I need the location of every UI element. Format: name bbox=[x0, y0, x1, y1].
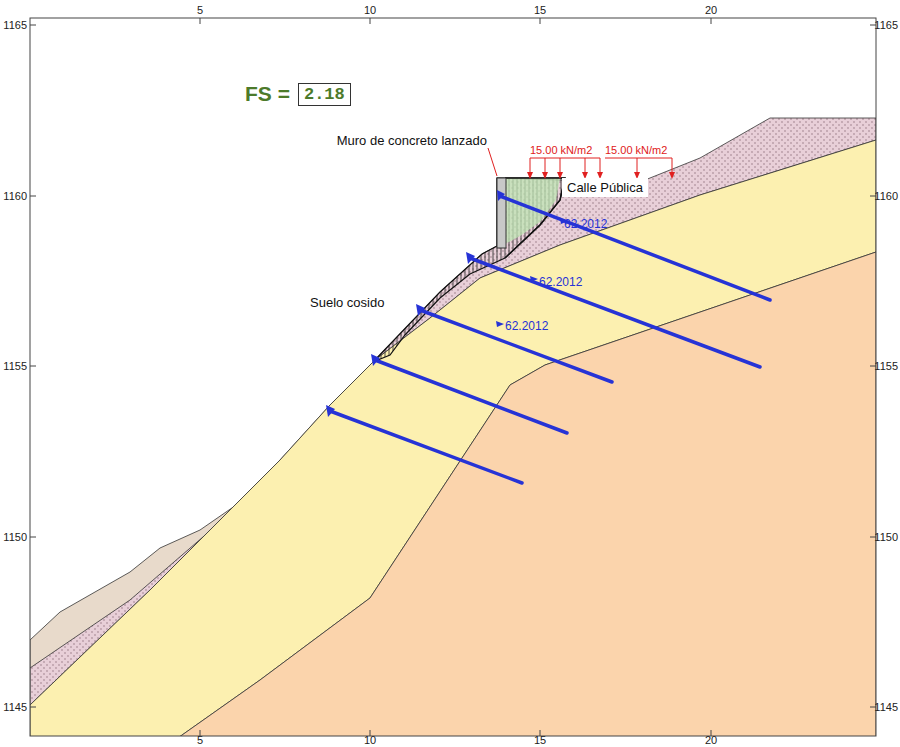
force-arrows bbox=[496, 218, 568, 327]
force-value: 62.2012 bbox=[505, 320, 548, 333]
fs-heading: FS = bbox=[245, 82, 290, 106]
axis-number: 1155 bbox=[874, 360, 898, 372]
axis-number: 5 bbox=[197, 4, 203, 16]
axis-number: 15 bbox=[534, 4, 546, 16]
zone-label: Suelo cosido bbox=[310, 296, 384, 310]
force-value: 62.2012 bbox=[564, 218, 607, 231]
axis-number: 20 bbox=[705, 734, 717, 746]
nailed-zone bbox=[373, 178, 565, 362]
street-text: Calle Pública bbox=[567, 180, 643, 195]
axis-number: 10 bbox=[364, 4, 376, 16]
axis-number: 1150 bbox=[3, 531, 27, 543]
axis-number: 1160 bbox=[3, 190, 27, 202]
street-label: Calle Pública bbox=[562, 178, 648, 197]
axis-number: 1160 bbox=[874, 190, 898, 202]
axis-number: 1155 bbox=[3, 360, 27, 372]
axis-number: 10 bbox=[364, 734, 376, 746]
axis-ticks bbox=[30, 18, 876, 736]
plot-frame bbox=[30, 18, 876, 736]
axis-number: 1145 bbox=[874, 701, 898, 713]
soil-layer bbox=[175, 252, 876, 736]
axis-number: 15 bbox=[534, 734, 546, 746]
shotcrete-wall bbox=[497, 178, 506, 248]
axis-number: 1165 bbox=[3, 19, 27, 31]
axis-number: 20 bbox=[705, 4, 717, 16]
soil-layer bbox=[30, 140, 876, 736]
load-label: 15.00 kN/m2 bbox=[605, 144, 667, 156]
load-label: 15.00 kN/m2 bbox=[530, 144, 592, 156]
force-value: 62.2012 bbox=[539, 276, 582, 289]
soil-nails bbox=[330, 196, 770, 483]
axis-number: 1165 bbox=[874, 19, 898, 31]
callout-label: Muro de concreto lanzado bbox=[337, 134, 487, 148]
axis-number: 1145 bbox=[3, 701, 27, 713]
fs-value: 2.18 bbox=[298, 83, 351, 106]
safety-factor: FS = 2.18 bbox=[245, 82, 351, 106]
axis-number: 1150 bbox=[874, 531, 898, 543]
axis-number: 5 bbox=[197, 734, 203, 746]
leader-line bbox=[488, 148, 497, 176]
